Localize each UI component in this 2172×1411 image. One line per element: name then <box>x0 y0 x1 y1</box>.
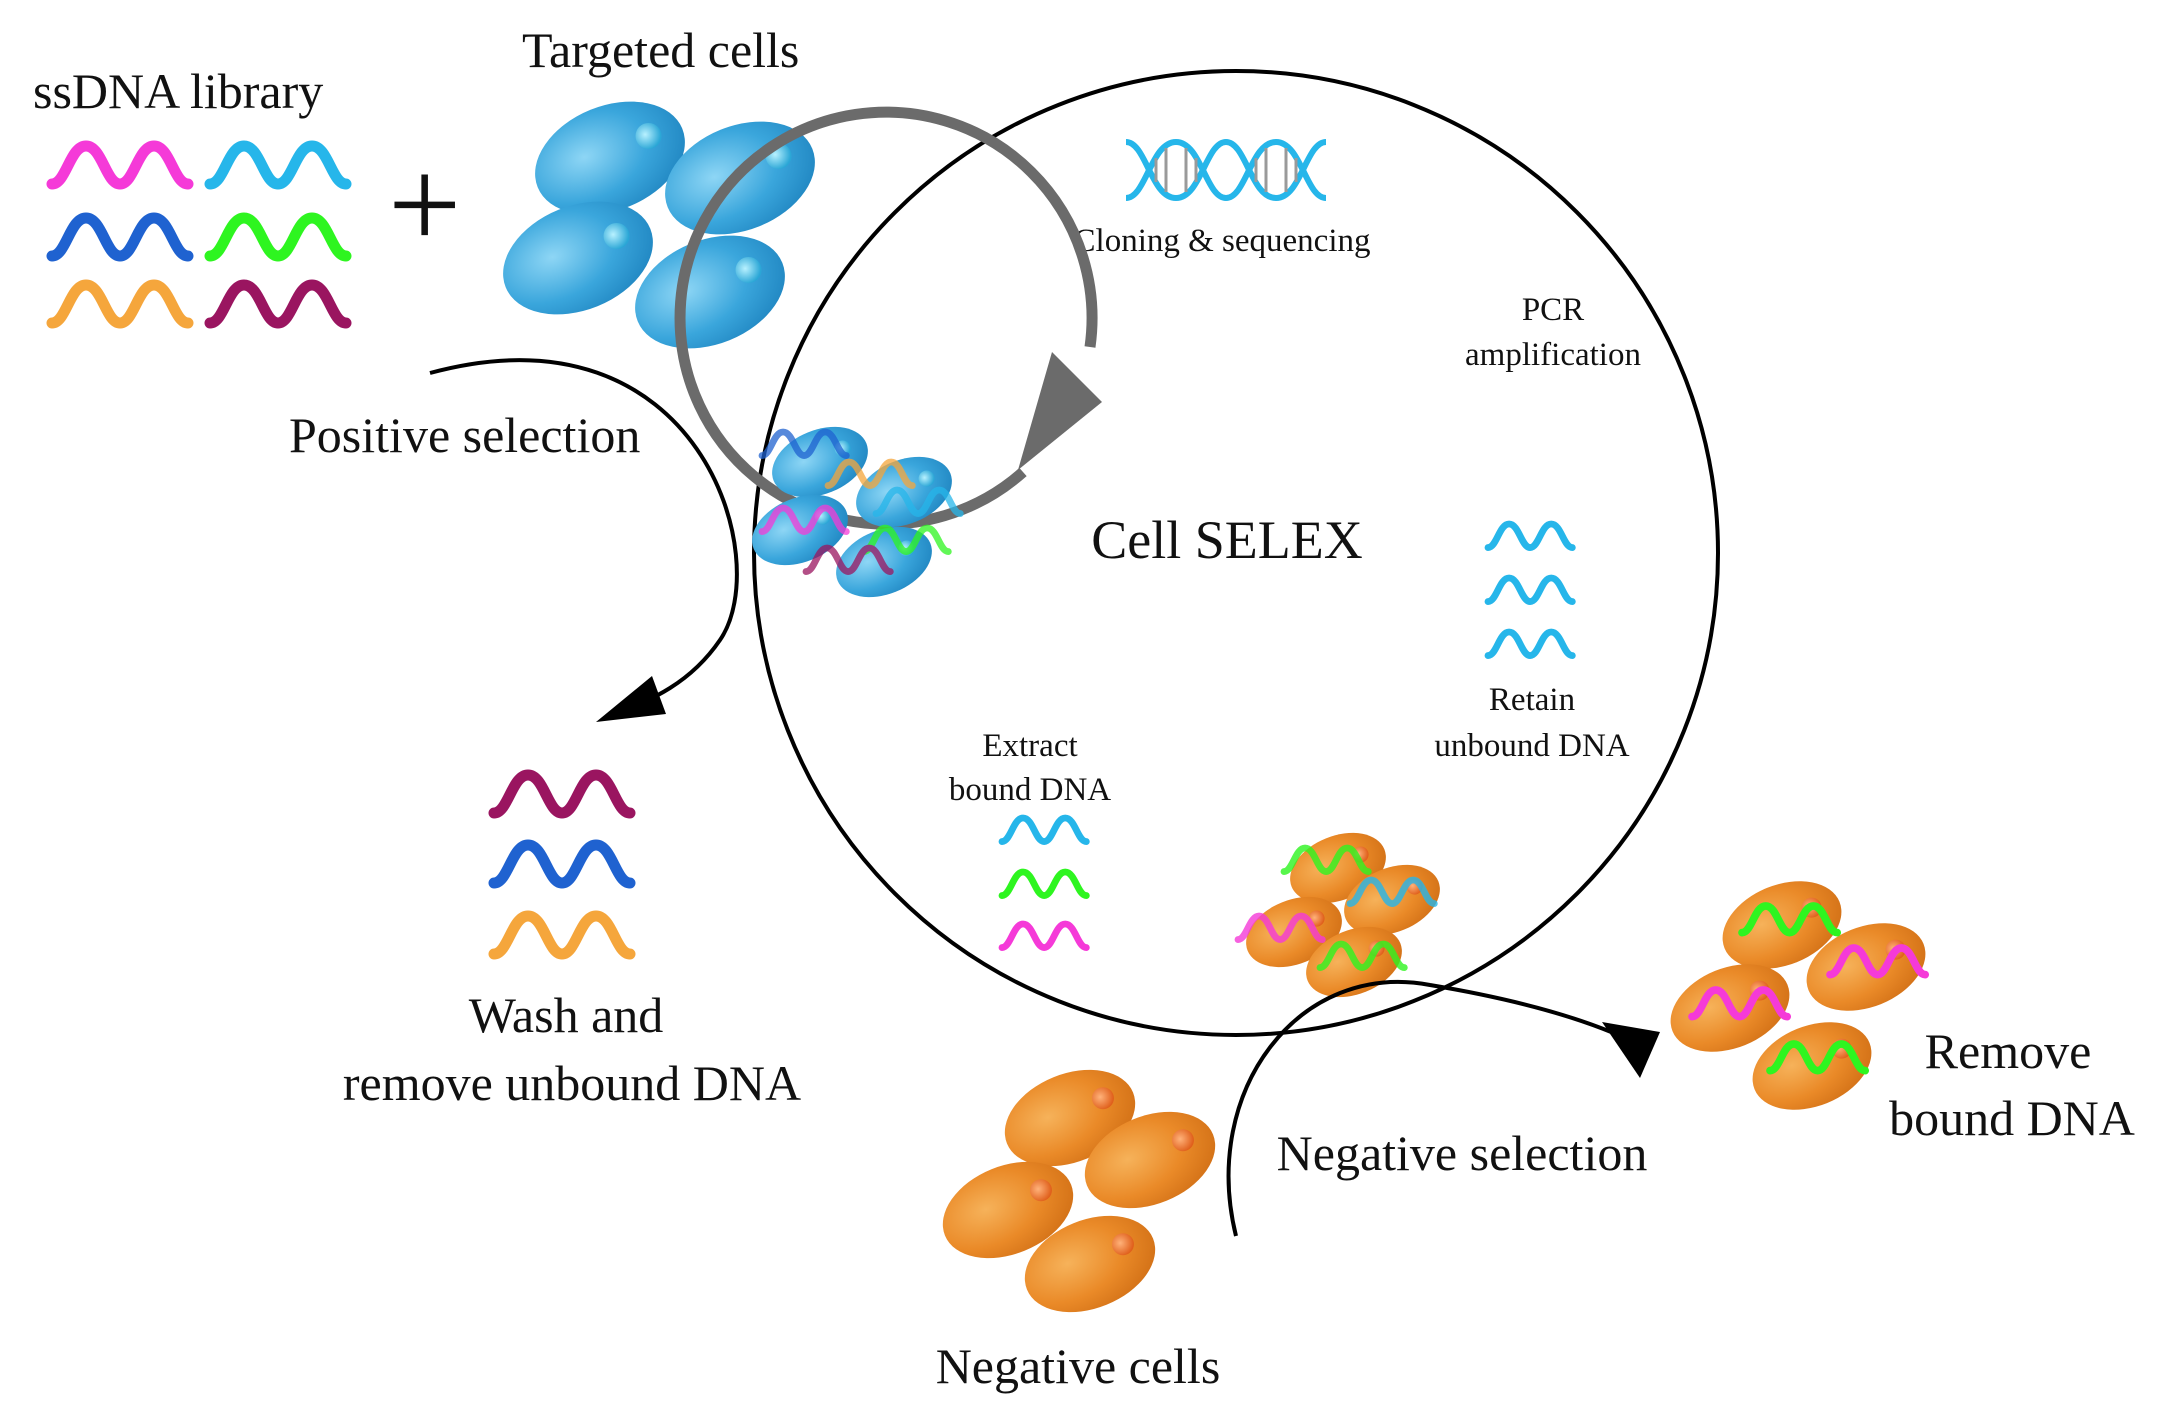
ssdna-strand-icon <box>210 146 346 184</box>
ssdna-strand-icon <box>1488 578 1572 602</box>
ssdna-strand-icon <box>494 845 630 883</box>
ssdna-strand-icon <box>1488 632 1572 656</box>
ssdna-strand-icon <box>52 146 188 184</box>
dna-double-helix-icon <box>1125 138 1327 202</box>
negative-cell-icon <box>1024 1215 1156 1313</box>
negative-selection-arrowhead <box>1602 1022 1660 1078</box>
bound-negative-cells-outer <box>1670 881 1939 1110</box>
pcr-label: PCR <box>1522 292 1584 328</box>
bound-dna-label: bound DNA <box>949 772 1111 808</box>
negative-selection-label: Negative selection <box>1277 1125 1648 1181</box>
extracted-dna <box>1002 818 1086 948</box>
washed-unbound-dna <box>494 775 630 954</box>
plus-sign: + <box>388 133 461 277</box>
ssdna-library-label: ssDNA library <box>33 63 323 119</box>
remove-label: Remove <box>1925 1023 2092 1079</box>
negative-cell-icon <box>942 1161 1074 1259</box>
ssdna-strand-icon <box>210 285 346 323</box>
ssdna-strand-icon <box>1002 924 1086 948</box>
ssdna-strand-icon <box>1488 524 1572 548</box>
bound-negative-cells-inner <box>1236 832 1440 998</box>
targeted-cells-label: Targeted cells <box>522 22 799 78</box>
unbound-dna-label: unbound DNA <box>1434 728 1629 764</box>
retained-dna <box>1488 524 1572 656</box>
negative-cells-label: Negative cells <box>936 1338 1221 1394</box>
target-cell-icon <box>535 101 685 215</box>
targeted-cells <box>503 101 815 349</box>
ssdna-strand-icon <box>1002 818 1086 842</box>
remove-unbound-label: remove unbound DNA <box>343 1055 801 1111</box>
selex-outer-circle <box>752 69 1720 1037</box>
cell-selex-title: Cell SELEX <box>1091 510 1362 570</box>
positive-selection-arrowhead <box>596 676 666 722</box>
cycle-arrow-icon <box>674 106 1102 530</box>
negative-cells <box>942 1069 1216 1313</box>
ssdna-strand-icon <box>494 916 630 954</box>
ssdna-strand-icon <box>494 775 630 813</box>
ssdna-strand-icon <box>52 285 188 323</box>
negative-cell-icon <box>1084 1111 1216 1209</box>
extract-label: Extract <box>982 728 1077 764</box>
target-cell-icon <box>503 201 653 315</box>
ssdna-strand-icon <box>52 218 188 256</box>
retain-label: Retain <box>1489 682 1575 718</box>
ssdna-library-strands <box>52 146 346 323</box>
wash-label: Wash and <box>469 987 664 1043</box>
ssdna-strand-icon <box>210 218 346 256</box>
ssdna-strand-icon <box>1002 872 1086 896</box>
target-cell-icon <box>635 235 785 349</box>
amplification-label: amplification <box>1465 337 1641 373</box>
cloning-sequencing-label: Cloning & sequencing <box>1074 223 1371 259</box>
bound-target-cells <box>752 426 963 598</box>
negative-selection-arrow <box>1226 979 1641 1237</box>
positive-selection-label: Positive selection <box>289 407 640 463</box>
positive-selection-arrow <box>429 358 739 714</box>
remove-bound-dna-label: bound DNA <box>1889 1090 2135 1146</box>
